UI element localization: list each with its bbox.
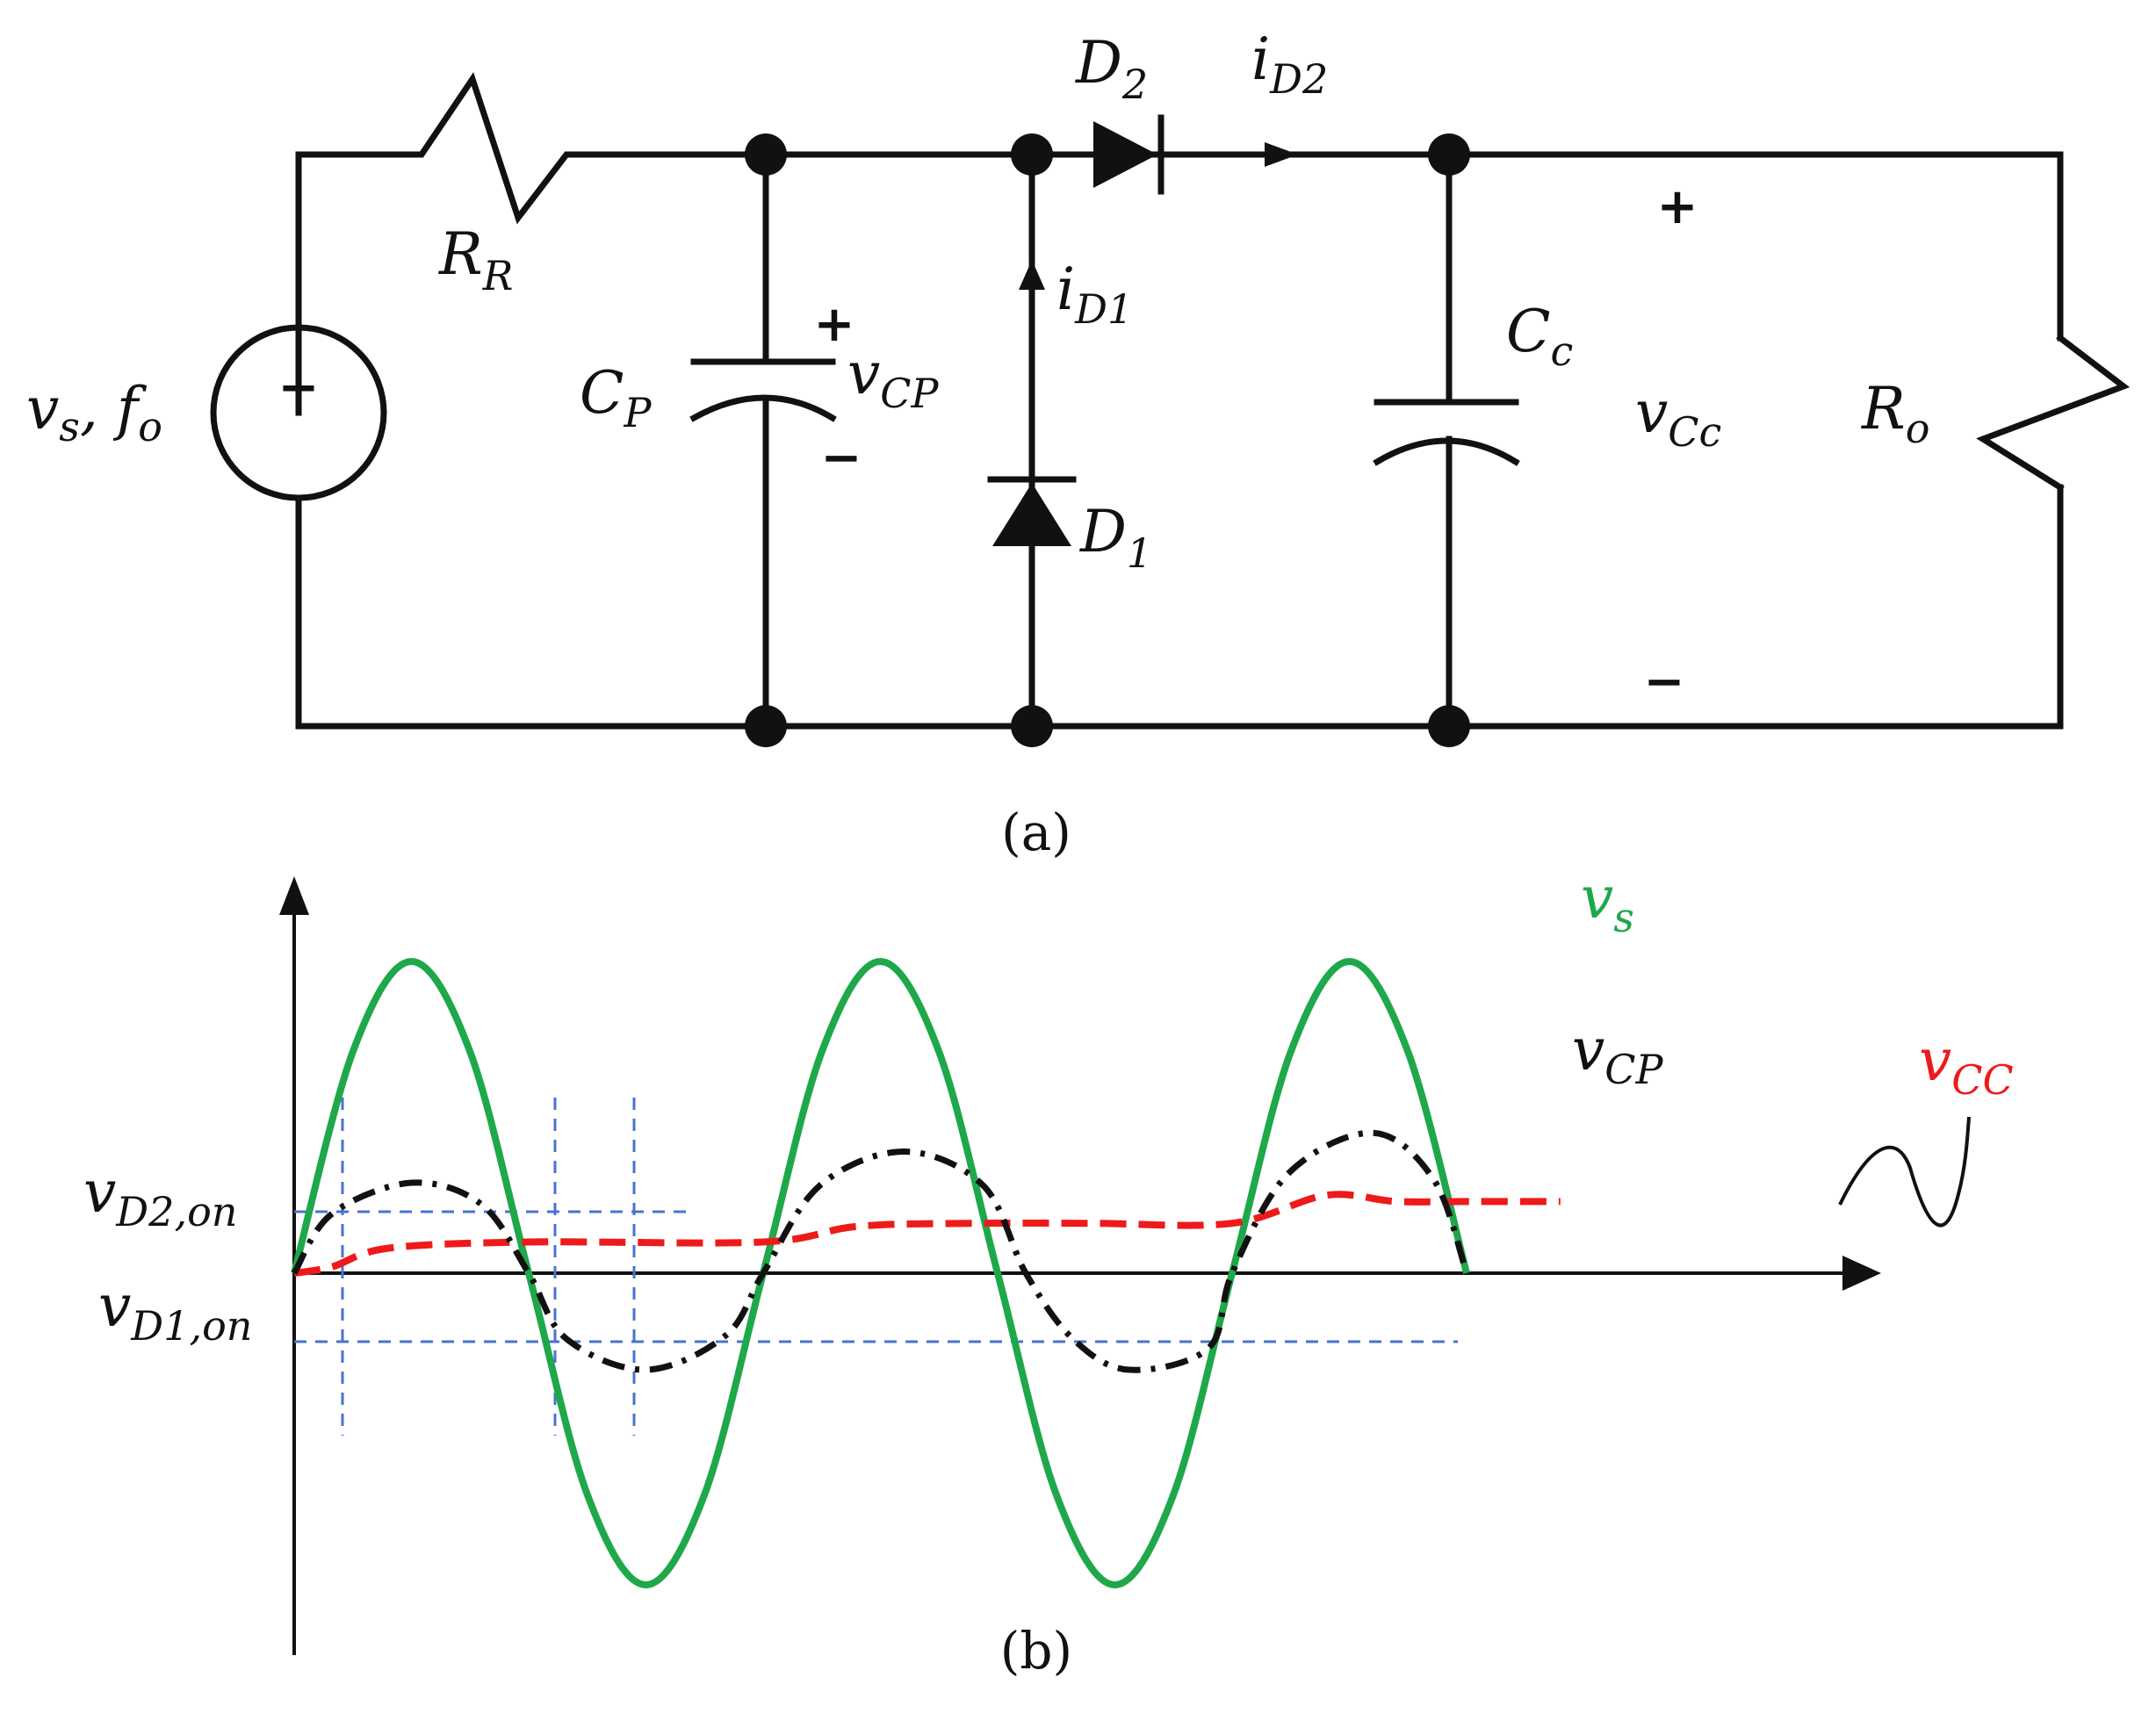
top-wire-right — [1482, 151, 2064, 342]
vcc-label: vCc — [1635, 378, 1721, 456]
node-top-cc — [1428, 133, 1470, 176]
id2-arrow — [1265, 142, 1298, 167]
vcc-plus-sign: + — [1657, 178, 1698, 235]
vs-waveform — [291, 957, 1470, 1589]
node-bottom-cp — [745, 705, 787, 747]
legend-vs: vs — [1581, 864, 1634, 941]
cc-label: Cc — [1506, 298, 1573, 375]
vcp-label: vCP — [847, 340, 939, 417]
x-axis-arrow — [1842, 1256, 1881, 1291]
node-top-cp — [745, 133, 787, 176]
caption-a: (a) — [1001, 803, 1071, 862]
d2-label: D2 — [1075, 29, 1148, 108]
voltage-source — [210, 324, 387, 501]
node-top-d1 — [1011, 133, 1053, 176]
right-wire — [295, 484, 2064, 730]
cp-label: CP — [580, 359, 653, 436]
node-bottom-cc — [1428, 705, 1470, 747]
id2-label: iD2 — [1251, 25, 1328, 103]
ro-label: Ro — [1861, 375, 1929, 452]
d2-diode-symbol — [1093, 121, 1157, 188]
top-wire-left — [295, 72, 1489, 416]
legend-vcc: vCC — [1919, 1026, 2014, 1104]
y-axis-arrow — [279, 876, 309, 915]
id1-arrow — [1019, 260, 1045, 290]
d1-label: D1 — [1079, 498, 1152, 577]
vcp-minus-sign: − — [821, 429, 862, 486]
waveform-plot: vs vCP vCC vD2,on vD1,on (b) — [83, 864, 2014, 1681]
legend-vcp: vCP — [1572, 1016, 1663, 1093]
vcc-waveform — [293, 1191, 1561, 1277]
vcc-ripple-pointer — [1838, 1116, 1971, 1228]
vcp-waveform — [291, 1129, 1470, 1373]
ro-resistor — [1976, 334, 2131, 492]
d1-diode-symbol — [992, 483, 1071, 546]
node-bottom-d1 — [1011, 705, 1053, 747]
circuit-diagram: + vs, fo RR CP — [26, 25, 2131, 862]
vcc-minus-sign: − — [1644, 653, 1685, 710]
id1-label: iD1 — [1056, 256, 1133, 333]
source-label: vs, fo — [26, 375, 162, 450]
source-plus-sign: + — [278, 359, 320, 416]
rr-label: RR — [438, 220, 513, 299]
vd2-level-label: vD2,on — [83, 1158, 237, 1235]
vcp-plus-sign: + — [814, 296, 855, 353]
vd1-level-label: vD1,on — [98, 1272, 252, 1350]
caption-b: (b) — [1000, 1621, 1072, 1681]
